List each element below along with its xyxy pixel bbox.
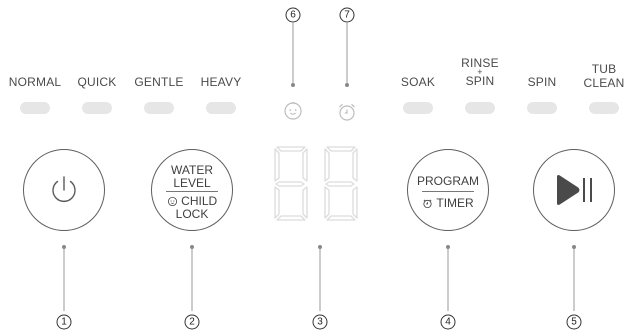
level-label: LEVEL: [173, 176, 211, 190]
callout-4: 4: [440, 314, 456, 330]
indicator-quick: [82, 102, 112, 114]
leader-4: [447, 249, 449, 311]
leader-dot-2: [190, 245, 194, 249]
leader-7: [346, 23, 348, 83]
label-rinse-spin-plus: +: [477, 67, 483, 77]
power-button[interactable]: [23, 149, 105, 231]
label-heavy: HEAVY: [200, 75, 242, 89]
leader-dot-4: [446, 245, 450, 249]
callout-3: 3: [312, 314, 328, 330]
indicator-spin: [527, 102, 557, 114]
label-clean: CLEAN: [583, 76, 625, 90]
leader-6: [292, 23, 294, 83]
leader-dot-1: [62, 245, 66, 249]
label-gentle: GENTLE: [134, 75, 184, 89]
callout-7: 7: [339, 7, 355, 23]
label-tub-clean: TUB CLEAN: [583, 62, 624, 90]
child-lock-label: CHILD LOCK: [152, 195, 232, 221]
label-soak: SOAK: [400, 75, 436, 89]
water-level-divider: [166, 191, 218, 192]
callout-5: 5: [566, 314, 582, 330]
display-digit-1: [274, 146, 308, 221]
leader-dot-3: [318, 245, 322, 249]
play-pause-icon: [557, 175, 592, 205]
leader-dot-5: [572, 245, 576, 249]
label-spin: SPIN: [527, 75, 557, 89]
water-level-button[interactable]: WATER LEVEL CHILD LOCK: [151, 149, 233, 231]
indicator-gentle: [144, 102, 174, 114]
seven-segment-display: [274, 146, 358, 221]
leader-2: [191, 249, 193, 311]
label-tub: TUB: [591, 62, 617, 76]
water-label: WATER: [171, 163, 213, 177]
indicator-heavy: [206, 102, 236, 114]
leader-dot-7: [345, 83, 349, 87]
power-icon: [52, 176, 76, 203]
water-level-label: WATER LEVEL: [152, 164, 232, 190]
display-digit-2: [324, 146, 358, 221]
label-rinse: RINSE: [461, 56, 499, 70]
child-lock-icon: [167, 196, 177, 207]
timer-indicator-icon: [339, 103, 355, 121]
callout-6: 6: [285, 7, 301, 23]
timer-label: TIMER: [408, 197, 488, 210]
lock-label: LOCK: [175, 207, 209, 221]
program-label: PROGRAM: [416, 174, 479, 188]
leader-5: [573, 249, 575, 311]
label-rinse-spin: RINSE + SPIN: [461, 56, 499, 88]
leader-1: [63, 249, 65, 311]
timer-text: TIMER: [436, 196, 474, 210]
indicator-soak: [403, 102, 433, 114]
label-quick: QUICK: [77, 75, 117, 89]
program-divider: [422, 191, 474, 192]
leader-3: [319, 249, 321, 311]
program-button[interactable]: PROGRAM TIMER: [407, 149, 489, 231]
indicator-normal: [20, 102, 50, 114]
indicator-tub-clean: [589, 102, 619, 114]
indicator-rinse-spin: [465, 102, 495, 114]
leader-dot-6: [291, 83, 295, 87]
child-label: CHILD: [181, 194, 218, 208]
label-normal: NORMAL: [8, 75, 62, 89]
child-lock-indicator-icon: [284, 102, 302, 120]
callout-1: 1: [56, 314, 72, 330]
callout-2: 2: [184, 314, 200, 330]
start-pause-button[interactable]: [533, 149, 615, 231]
label-rinse-spin-spin: SPIN: [465, 74, 495, 88]
timer-icon: [423, 199, 432, 209]
